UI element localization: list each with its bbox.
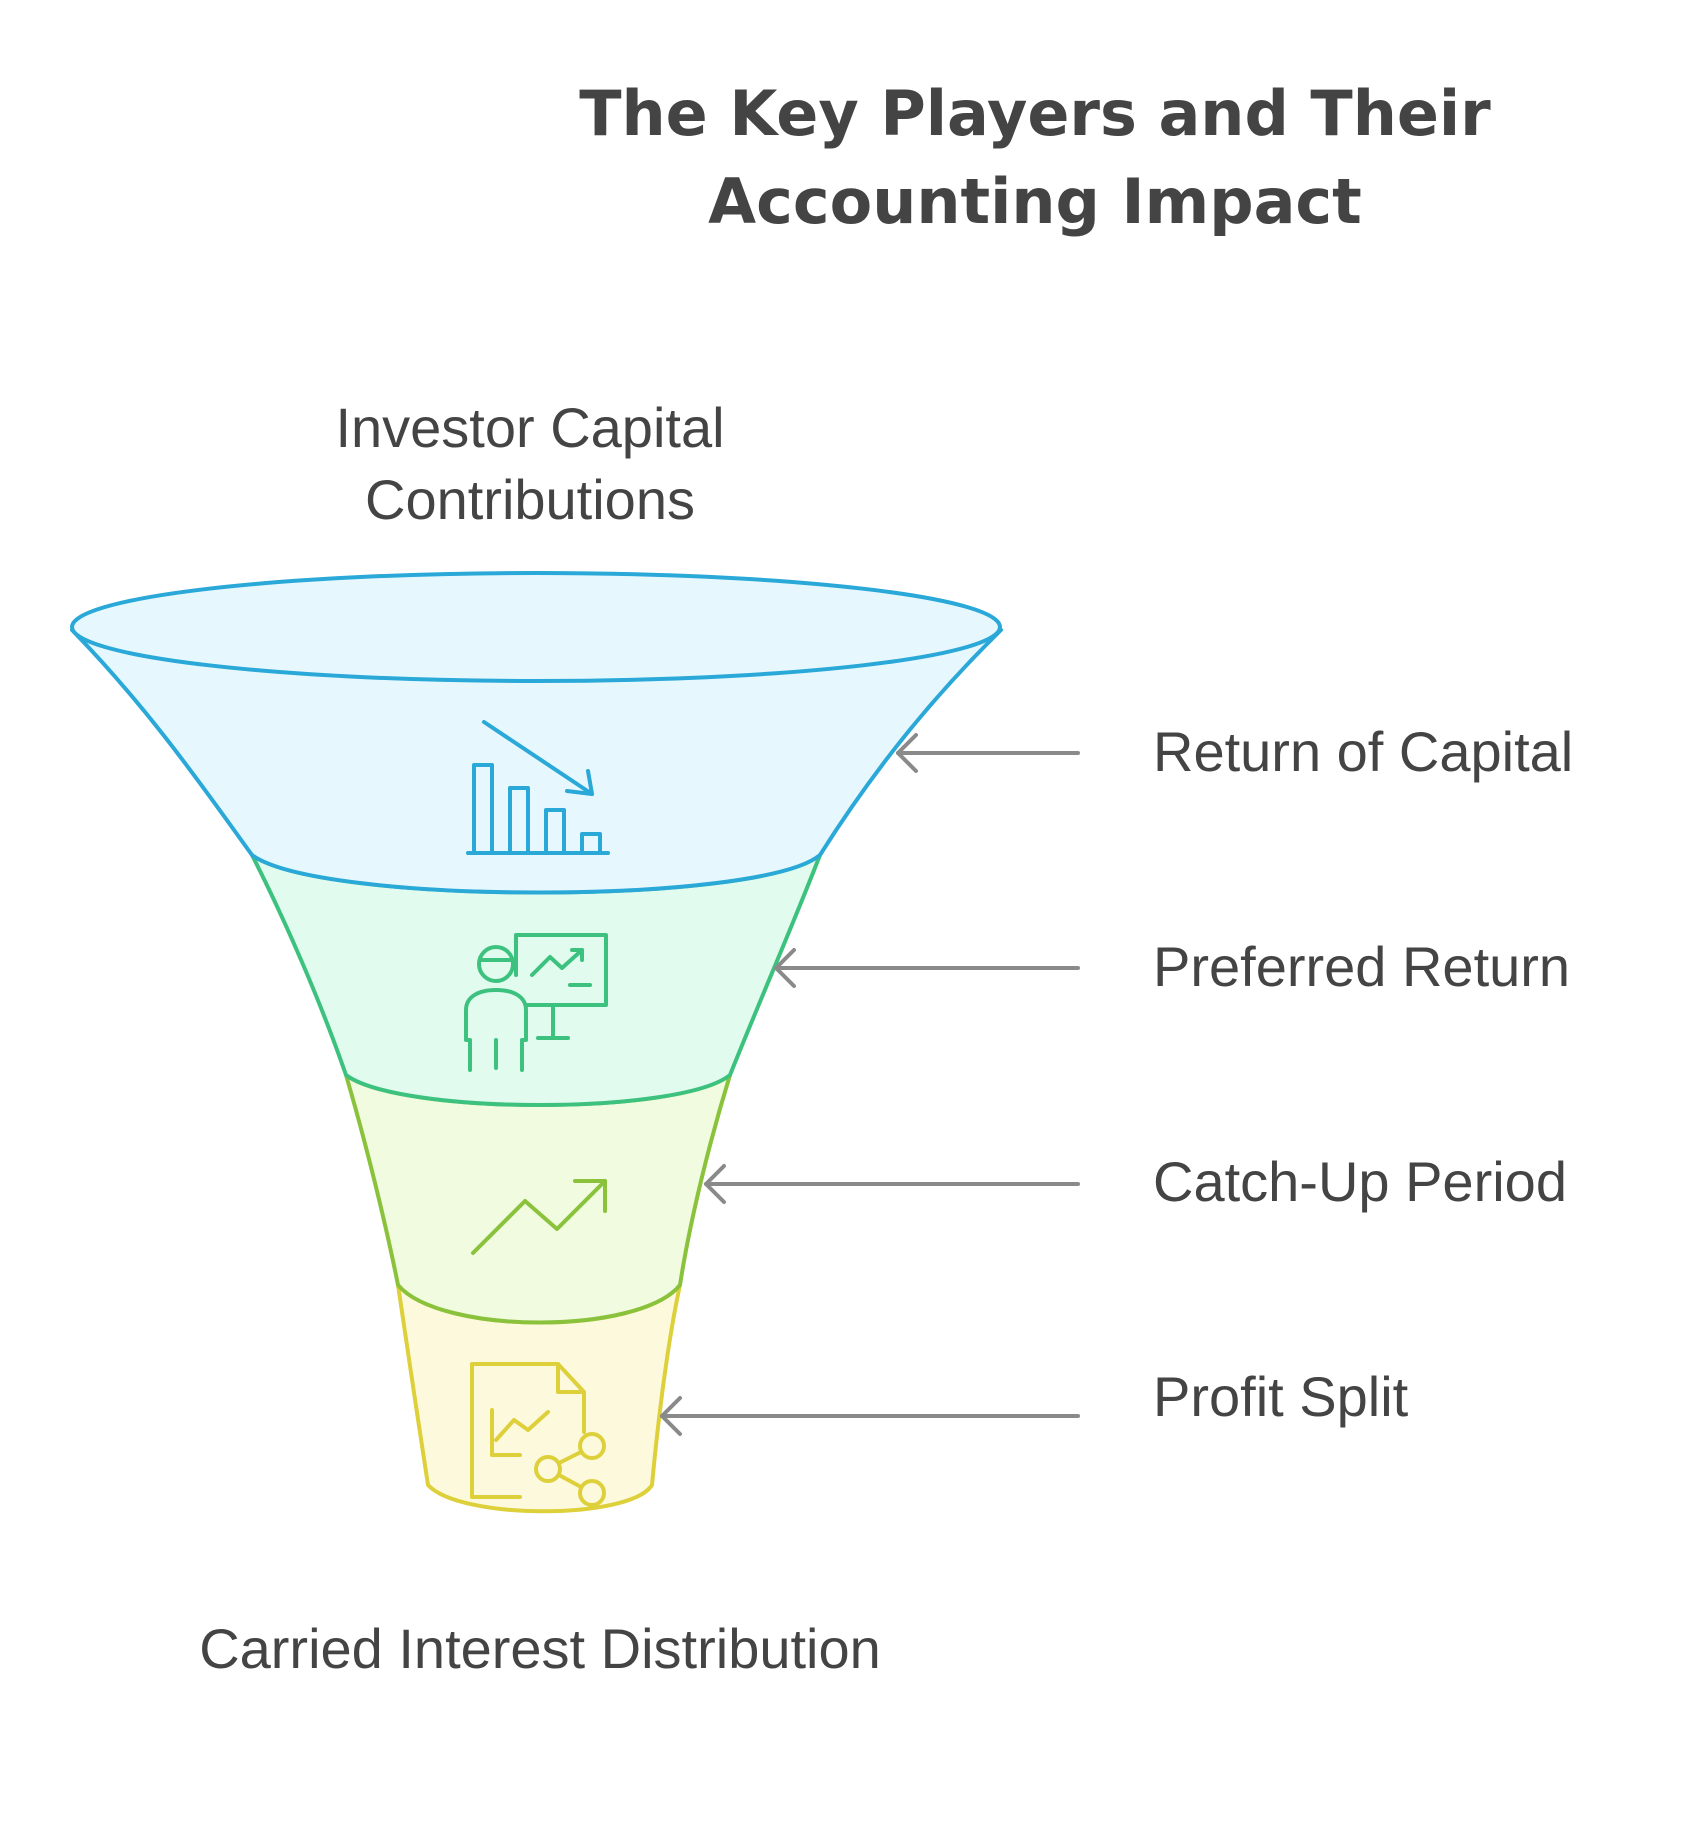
declining-bar-chart-icon <box>466 720 610 855</box>
stage-2-pointer-arrow <box>774 948 1080 988</box>
funnel-input-label-line-2: Contributions <box>365 468 695 531</box>
stage-2-label: Preferred Return <box>1153 935 1571 998</box>
trending-up-arrow-icon <box>471 1179 607 1255</box>
stage-1-label: Return of Capital <box>1153 720 1574 783</box>
document-chart-share-icon <box>470 1362 606 1507</box>
funnel-input-label-line-1: Investor Capital <box>335 396 725 459</box>
funnel-output-label: Carried Interest Distribution <box>199 1617 881 1680</box>
title-line-2: Accounting Impact <box>708 165 1362 238</box>
funnel-top-rim <box>70 571 1002 683</box>
title-line-1: The Key Players and Their <box>579 77 1491 150</box>
stage-1-pointer-arrow <box>896 733 1080 773</box>
stage-4-pointer-arrow <box>660 1396 1080 1436</box>
presenter-chart-icon <box>464 933 608 1072</box>
stage-3-pointer-arrow <box>704 1164 1080 1204</box>
funnel-stage-3-segment <box>344 1073 732 1325</box>
diagram-title: The Key Players and Their Accounting Imp… <box>520 70 1550 246</box>
funnel-input-label: Investor Capital Contributions <box>250 392 810 536</box>
stage-4-label: Profit Split <box>1153 1365 1409 1428</box>
stage-3-label: Catch-Up Period <box>1153 1150 1567 1213</box>
